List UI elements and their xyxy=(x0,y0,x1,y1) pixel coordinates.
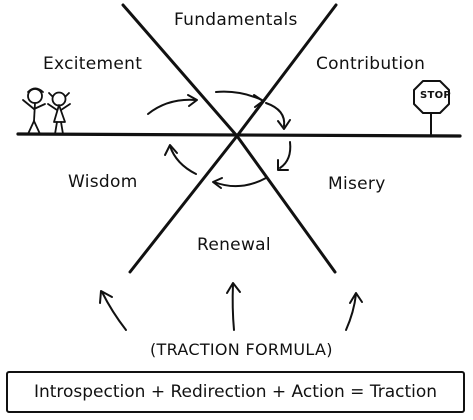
cycle-arrow-icon xyxy=(147,90,292,189)
stage-label-misery: Misery xyxy=(328,174,386,194)
up-arrow-icon xyxy=(345,292,363,331)
stage-label-contribution: Contribution xyxy=(316,54,426,74)
stick-figures-icon xyxy=(22,87,71,135)
stage-label-renewal: Renewal xyxy=(197,235,271,255)
formula-caption: (TRACTION FORMULA) xyxy=(150,340,333,359)
formula-box: Introspection + Redirection + Action = T… xyxy=(6,371,465,413)
up-arrow-icon xyxy=(226,282,241,331)
timeline-line xyxy=(16,132,462,138)
formula-text: Introspection + Redirection + Action = T… xyxy=(33,382,438,402)
stop-sign-icon xyxy=(413,80,450,135)
stage-label-excitement: Excitement xyxy=(43,54,143,74)
diagonal-line-left xyxy=(121,3,337,274)
up-arrow-icon xyxy=(99,290,127,331)
stop-sign-text: STOP xyxy=(420,90,452,101)
stage-label-wisdom: Wisdom xyxy=(68,172,138,192)
stage-label-fundamentals: Fundamentals xyxy=(174,10,298,30)
